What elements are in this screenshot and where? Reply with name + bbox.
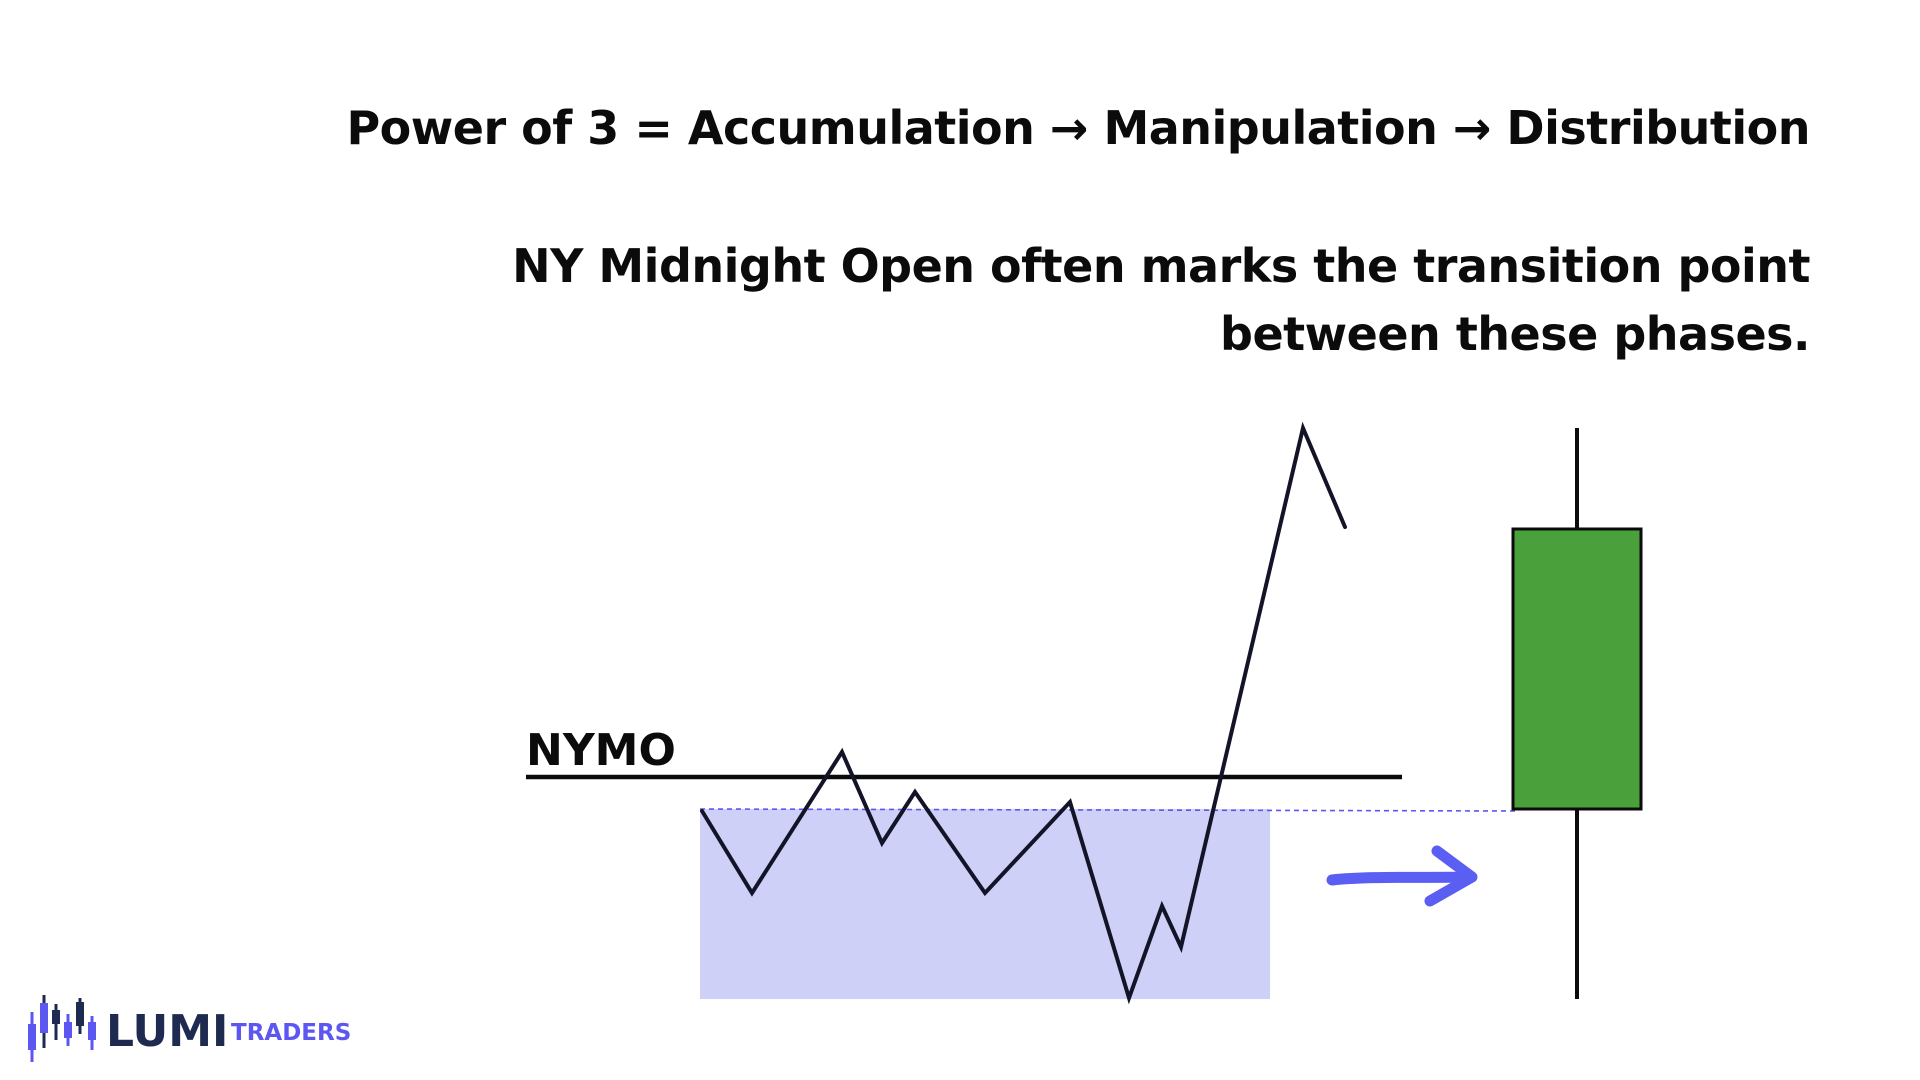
subtitle-line-1: NY Midnight Open often marks the transit… (512, 239, 1810, 293)
candlestick-logo-icon (28, 995, 96, 1062)
logo-suffix: TRADERS (231, 1020, 351, 1046)
subtitle-line-2: between these phases. (1220, 307, 1810, 361)
price-path-line (700, 421, 1347, 1005)
candle-body (1511, 527, 1643, 811)
bullish-candle (1511, 428, 1643, 999)
nymo-label: NYMO (526, 725, 676, 776)
page-title: Power of 3 = Accumulation → Manipulation… (346, 101, 1810, 155)
lumi-traders-logo: LUMI TRADERS (28, 995, 351, 1062)
open-level-dotted-line (699, 808, 1516, 812)
accumulation-zone (700, 809, 1270, 999)
page-subtitle: NY Midnight Open often marks the transit… (410, 232, 1810, 368)
logo-brand: LUMI (106, 1006, 228, 1057)
right-arrow-icon (1326, 845, 1478, 907)
